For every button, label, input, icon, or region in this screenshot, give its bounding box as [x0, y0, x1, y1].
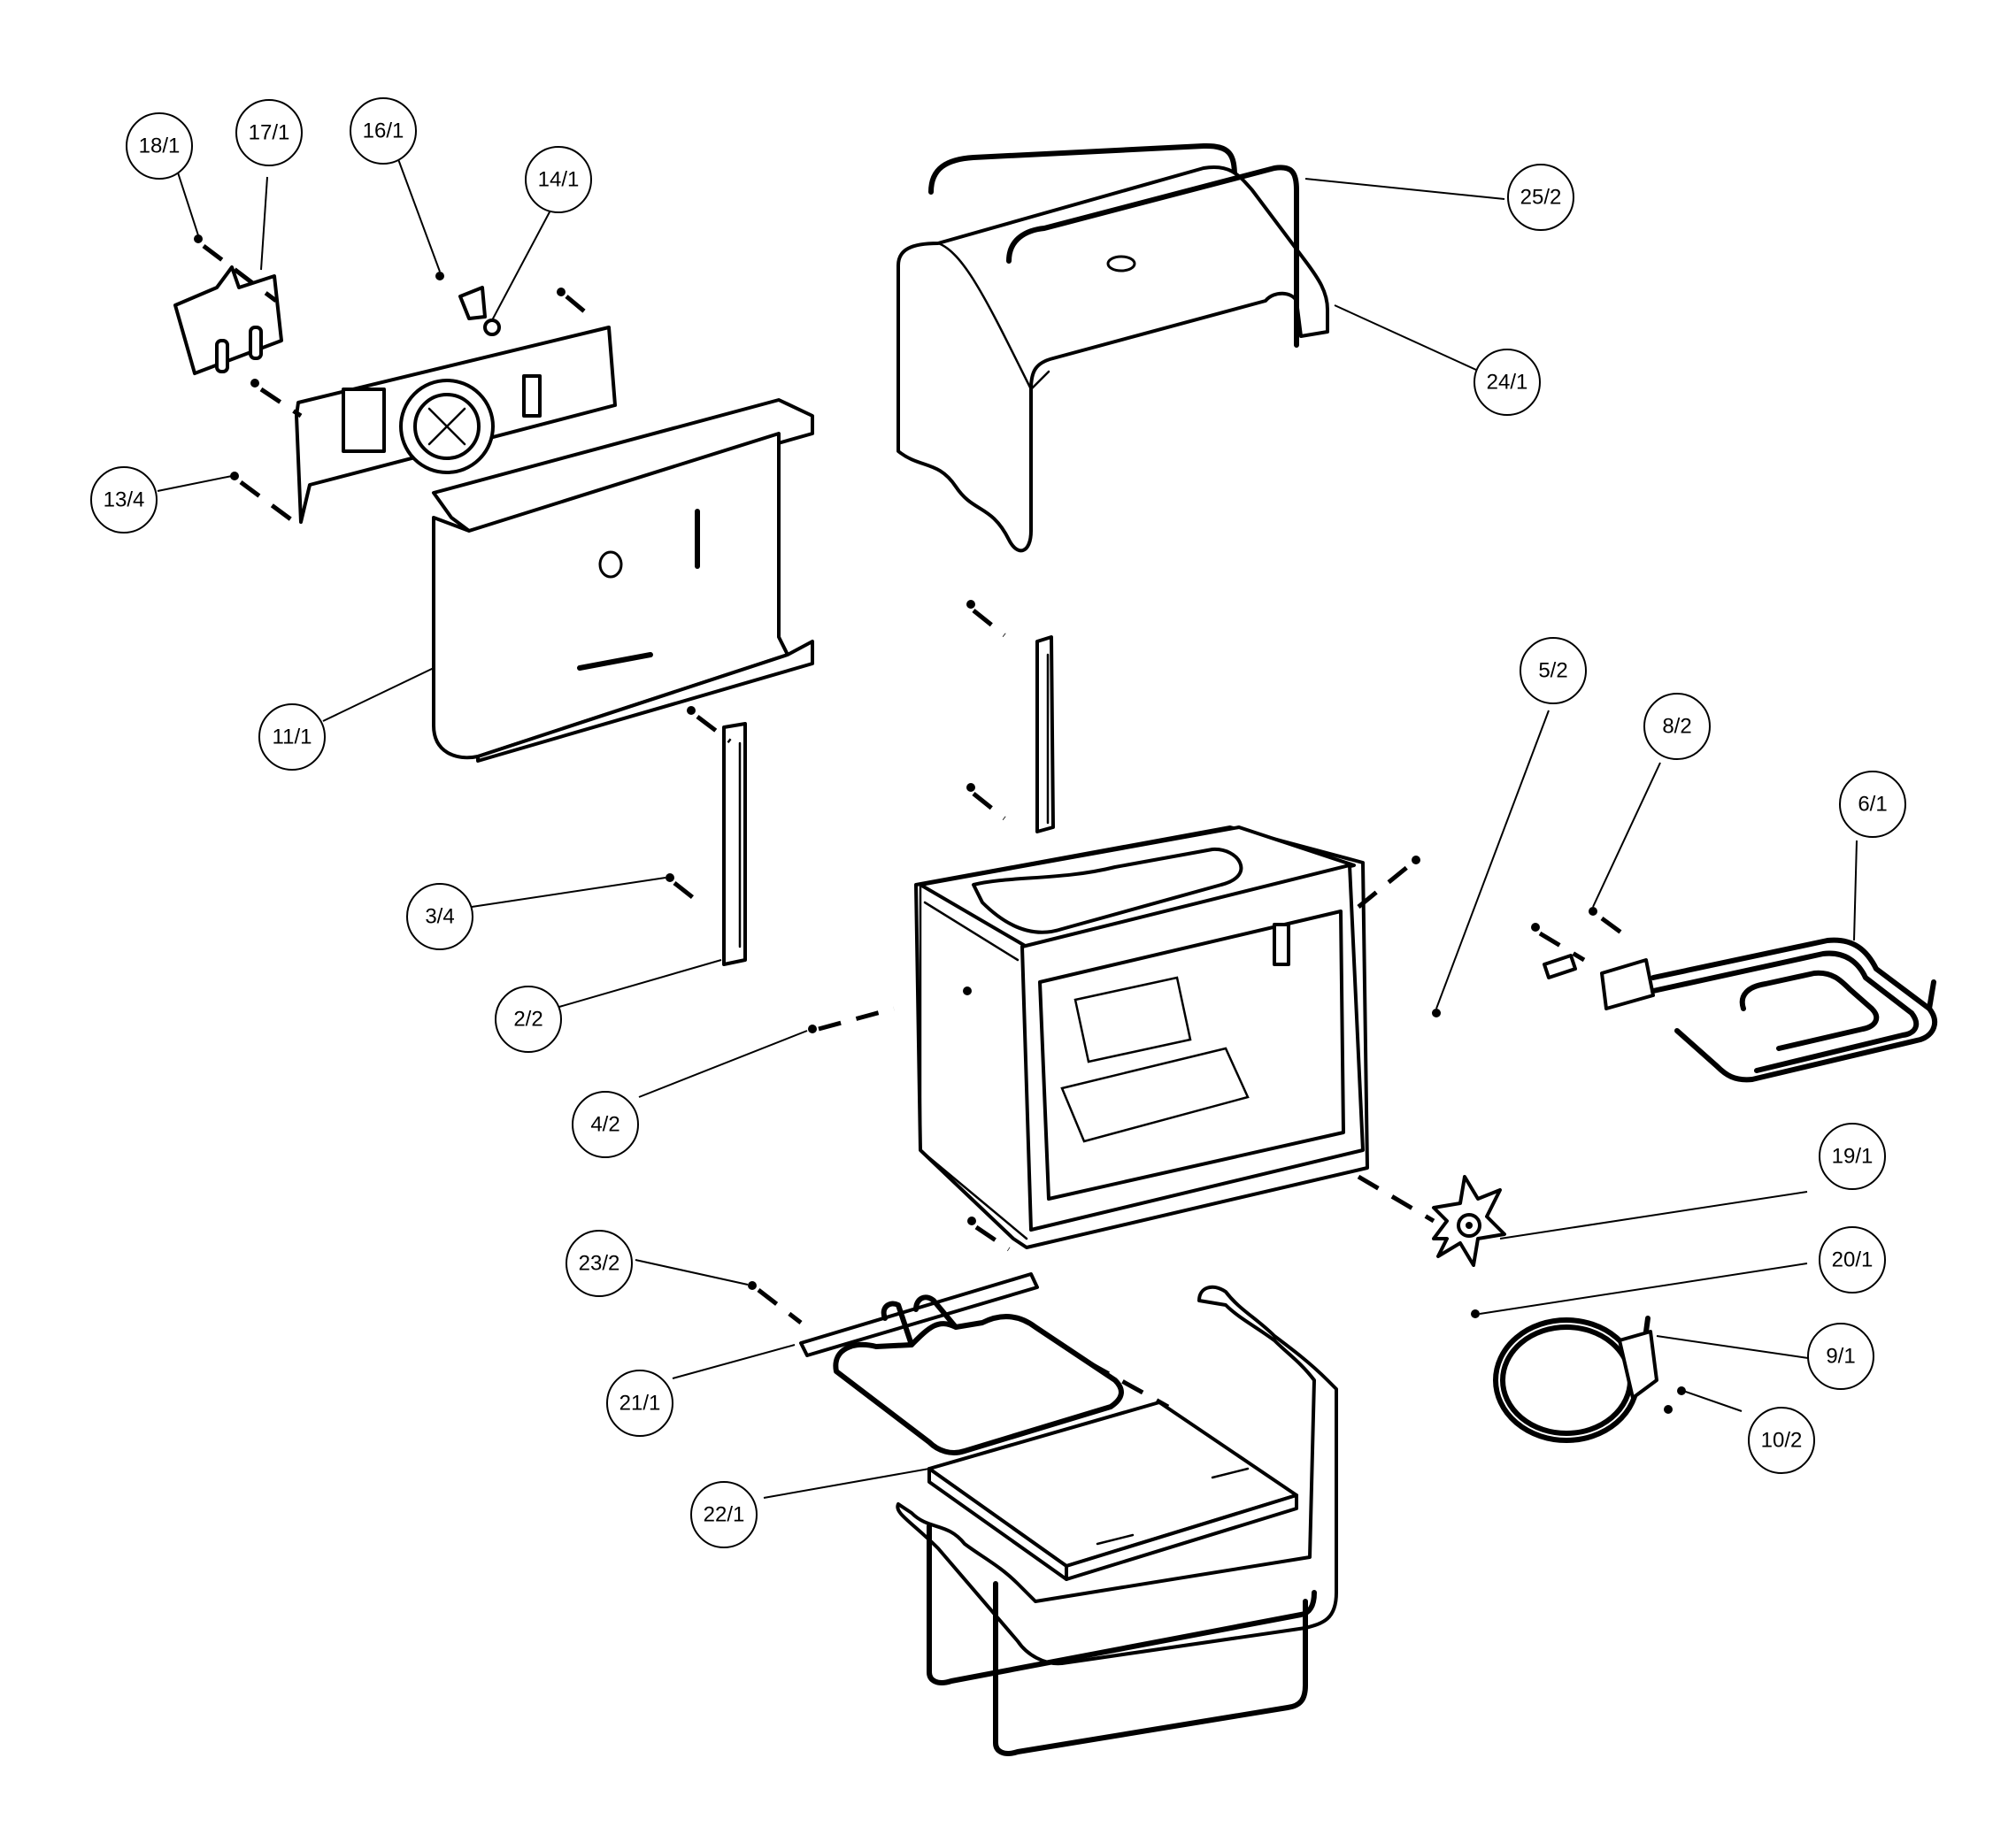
screw-rail-mid	[966, 783, 975, 792]
leader-lines	[157, 158, 1858, 1499]
callout-label: 23/2	[579, 1252, 620, 1276]
screw-20	[1471, 1309, 1480, 1318]
callout-3-4: 3/4	[406, 883, 473, 950]
rear-panel-part	[432, 398, 814, 763]
callout-11-1: 11/1	[258, 703, 326, 771]
callout-10-2: 10/2	[1748, 1407, 1815, 1474]
screw-18	[194, 234, 203, 243]
screw-13	[230, 472, 239, 480]
callout-label: 5/2	[1538, 659, 1567, 683]
screw-5	[1432, 1009, 1441, 1017]
oven-cavity-part	[914, 825, 1369, 1249]
screw-8	[1589, 907, 1597, 916]
screw-bracket-top	[687, 706, 696, 715]
callout-label: 10/2	[1761, 1429, 1803, 1453]
screw-rail-top	[966, 600, 975, 609]
screw-plate-right	[557, 288, 566, 296]
fan-impeller-part	[1432, 1175, 1506, 1267]
screw-10-lower	[1664, 1405, 1673, 1414]
screw-16	[435, 272, 444, 280]
screws	[194, 234, 1686, 1414]
circular-heating-element-part	[1493, 1316, 1658, 1443]
callout-label: 24/1	[1487, 371, 1528, 395]
callout-label: 3/4	[425, 905, 454, 929]
callout-label: 6/1	[1858, 793, 1887, 817]
callout-label: 21/1	[619, 1392, 661, 1416]
screw-23	[748, 1281, 757, 1290]
rear-mounting-plate-part	[173, 265, 617, 524]
callout-17-1: 17/1	[235, 99, 303, 166]
callout-14-1: 14/1	[525, 146, 592, 213]
screw-cavity-right	[1412, 856, 1420, 864]
screw-8-left	[1531, 923, 1540, 932]
callout-label: 20/1	[1832, 1248, 1874, 1272]
callout-25-2: 25/2	[1507, 164, 1574, 231]
top-cover-part	[896, 142, 1329, 553]
callout-6-1: 6/1	[1839, 771, 1906, 838]
callout-20-1: 20/1	[1819, 1226, 1886, 1293]
screw-3	[666, 873, 674, 882]
callout-13-4: 13/4	[90, 466, 158, 534]
callout-label: 9/1	[1826, 1345, 1855, 1369]
callout-label: 22/1	[704, 1503, 745, 1527]
screw-cavity-left	[963, 986, 972, 995]
assembly-axes	[202, 244, 1630, 1409]
bottom-plate-part	[927, 1401, 1298, 1581]
callout-2-2: 2/2	[495, 986, 562, 1053]
callout-23-2: 23/2	[566, 1230, 633, 1297]
screw-4	[808, 1025, 817, 1033]
callout-label: 17/1	[249, 121, 290, 145]
callout-label: 8/2	[1662, 715, 1691, 739]
callout-4-2: 4/2	[572, 1091, 639, 1158]
callout-21-1: 21/1	[606, 1370, 673, 1437]
callout-22-1: 22/1	[690, 1481, 758, 1548]
side-bracket-part	[722, 722, 747, 966]
callout-label: 25/2	[1520, 186, 1562, 210]
callout-16-1: 16/1	[350, 97, 417, 165]
screw-cavity-bottom	[967, 1217, 976, 1225]
callout-label: 16/1	[363, 119, 404, 143]
callout-8-2: 8/2	[1643, 693, 1711, 760]
callout-18-1: 18/1	[126, 112, 193, 180]
callout-label: 13/4	[104, 488, 145, 512]
callout-label: 14/1	[538, 168, 580, 192]
callout-label: 11/1	[273, 725, 312, 749]
callout-9-1: 9/1	[1807, 1323, 1874, 1390]
callout-label: 4/2	[590, 1113, 619, 1137]
callout-label: 19/1	[1832, 1145, 1874, 1169]
vertical-rail-part	[1035, 635, 1055, 833]
callout-label: 2/2	[513, 1008, 542, 1032]
top-heating-element-part	[1543, 937, 1938, 1083]
callout-19-1: 19/1	[1819, 1123, 1886, 1190]
bottom-cover-part	[896, 1285, 1338, 1756]
callout-24-1: 24/1	[1474, 349, 1541, 416]
screw-10	[1677, 1386, 1686, 1395]
bottom-heating-element-part	[799, 1272, 1124, 1455]
callout-5-2: 5/2	[1520, 637, 1587, 704]
screw-upper-left	[250, 379, 259, 388]
callout-label: 18/1	[139, 134, 181, 158]
